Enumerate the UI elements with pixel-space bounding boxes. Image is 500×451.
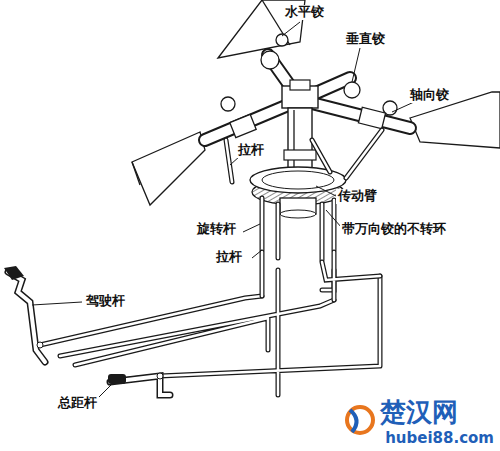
part-label: 拉杆 [214, 250, 244, 265]
part-label: 垂直铰 [344, 32, 387, 47]
leader-line [32, 22, 414, 398]
watermark-logo [347, 407, 373, 433]
watermark: hubei88.com [383, 430, 496, 447]
rotor-blade [132, 0, 500, 205]
part-label: 轴向铰 [408, 88, 451, 103]
part-label: 水平铰 [283, 5, 326, 20]
control-rods [262, 198, 334, 260]
part-label: 拉杆 [236, 143, 266, 158]
part-label: 旋转杆 [195, 222, 238, 237]
cockpit-linkage [4, 252, 380, 395]
part-label: 带万向铰的不转环 [340, 222, 448, 237]
watermark: 楚汉网 [378, 398, 460, 428]
part-label: 传动臂 [336, 189, 379, 204]
part-label: 驾驶杆 [84, 294, 127, 309]
part-label: 总距杆 [56, 396, 99, 411]
pitch-links [226, 130, 382, 182]
